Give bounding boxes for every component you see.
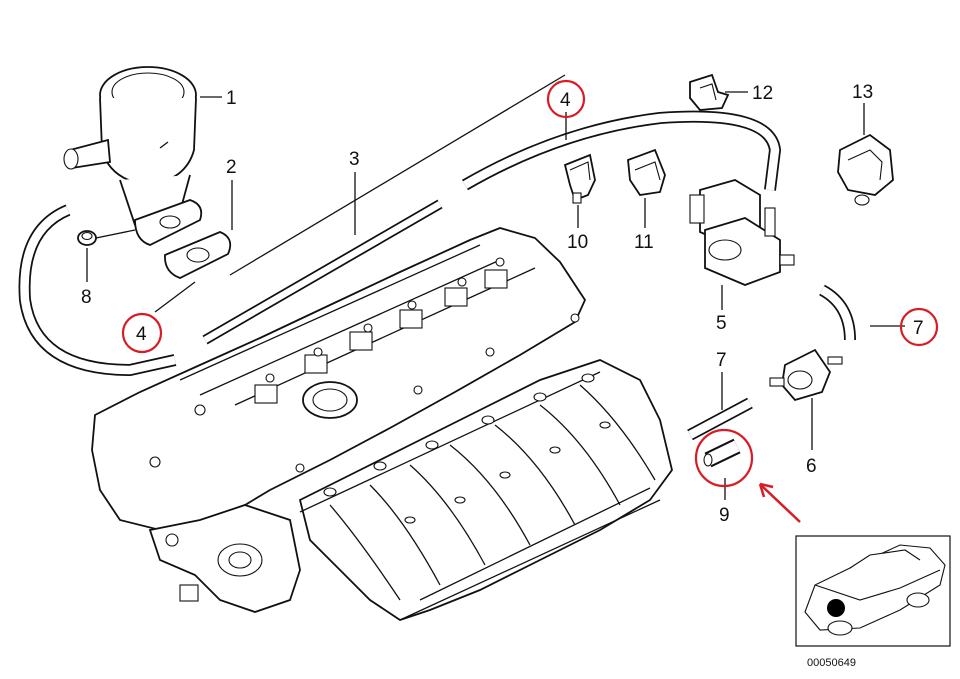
- callout-3: 3: [349, 149, 360, 170]
- part-4-hose-right: [461, 110, 782, 191]
- vehicle-location-inset: [795, 535, 951, 647]
- callout-12: 12: [752, 83, 773, 104]
- engine-cylinder-head: [91, 227, 587, 613]
- callout-8: 8: [81, 287, 92, 308]
- callout-5: 5: [716, 313, 727, 334]
- callout-13: 13: [852, 82, 873, 103]
- part-8-nut: [77, 230, 97, 246]
- part-13-bracket: [837, 133, 894, 206]
- part-5-solenoid-valve: [689, 179, 795, 286]
- highlight-circle-9: [694, 428, 754, 488]
- callout-10: 10: [567, 232, 588, 253]
- callout-7-tube: 7: [716, 350, 727, 371]
- callout-6: 6: [806, 456, 817, 477]
- part-11-clip: [627, 148, 666, 196]
- part-7-tube: [687, 397, 753, 441]
- part-9-connector: [703, 438, 741, 468]
- part-3-pipe: [202, 199, 443, 345]
- highlight-arrow: [758, 482, 801, 523]
- part-6-filter: [769, 348, 843, 402]
- callout-9: 9: [719, 505, 730, 526]
- part-10-clip: [563, 153, 596, 204]
- part-7-hose-right: [818, 284, 856, 341]
- highlight-circle-4-left: [121, 312, 163, 354]
- callout-7-right: 7: [913, 318, 924, 339]
- callout-4-top: 4: [560, 90, 571, 111]
- callout-2: 2: [226, 157, 237, 178]
- diagram-number: 00050649: [807, 657, 856, 669]
- callout-4-left: 4: [136, 324, 147, 345]
- callout-11: 11: [634, 232, 654, 253]
- part-12-clamp: [689, 73, 730, 111]
- engine-intake-manifold: [298, 359, 673, 621]
- part-4-hose-left: [18, 204, 177, 377]
- highlight-circle-4-top: [546, 79, 586, 119]
- highlight-circle-7-right: [899, 307, 939, 347]
- part-2-gasket: [134, 199, 232, 279]
- callout-1: 1: [226, 88, 237, 109]
